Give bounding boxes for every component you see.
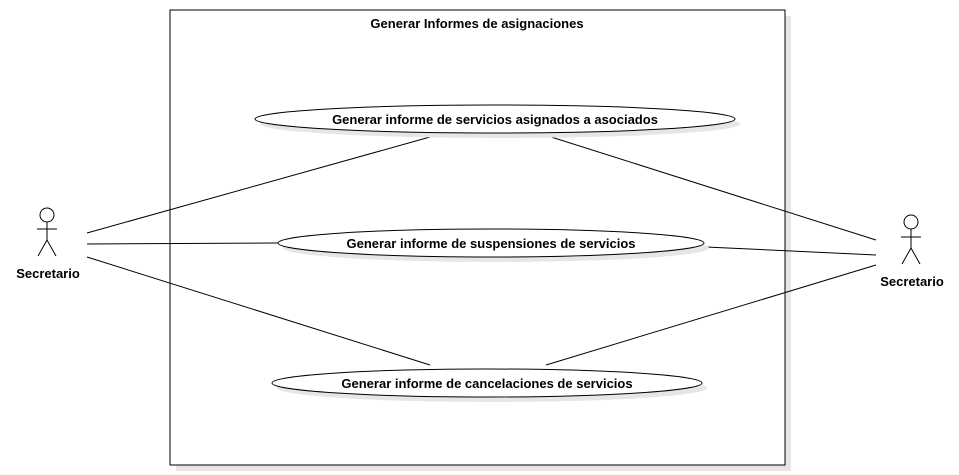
actor-secretario-right[interactable]: Secretario xyxy=(880,214,944,289)
use-case-cancelaciones[interactable]: Generar informe de cancelaciones de serv… xyxy=(271,368,707,402)
use-case-servicios-asignados[interactable]: Generar informe de servicios asignados a… xyxy=(254,104,740,138)
associations xyxy=(86,135,877,366)
use-case-label: Generar informe de cancelaciones de serv… xyxy=(341,376,632,391)
use-case-label: Generar informe de suspensiones de servi… xyxy=(346,236,635,251)
actor-stick-figure-icon xyxy=(37,207,57,257)
actor-stick-figure-icon xyxy=(901,214,921,265)
actor-secretario-left[interactable]: Secretario xyxy=(16,207,80,281)
actor-label: Secretario xyxy=(880,274,944,289)
association-right-uc2[interactable] xyxy=(705,246,877,256)
association-left-uc1[interactable] xyxy=(86,136,431,234)
system-title: Generar Informes de asignaciones xyxy=(370,16,583,31)
association-right-uc3[interactable] xyxy=(545,264,877,366)
use-case-label: Generar informe de servicios asignados a… xyxy=(332,112,658,127)
association-right-uc1[interactable] xyxy=(547,135,877,241)
actor-label: Secretario xyxy=(16,266,80,281)
use-case-suspensiones[interactable]: Generar informe de suspensiones de servi… xyxy=(277,228,709,262)
association-left-uc3[interactable] xyxy=(86,256,431,366)
association-left-uc2[interactable] xyxy=(86,242,279,245)
